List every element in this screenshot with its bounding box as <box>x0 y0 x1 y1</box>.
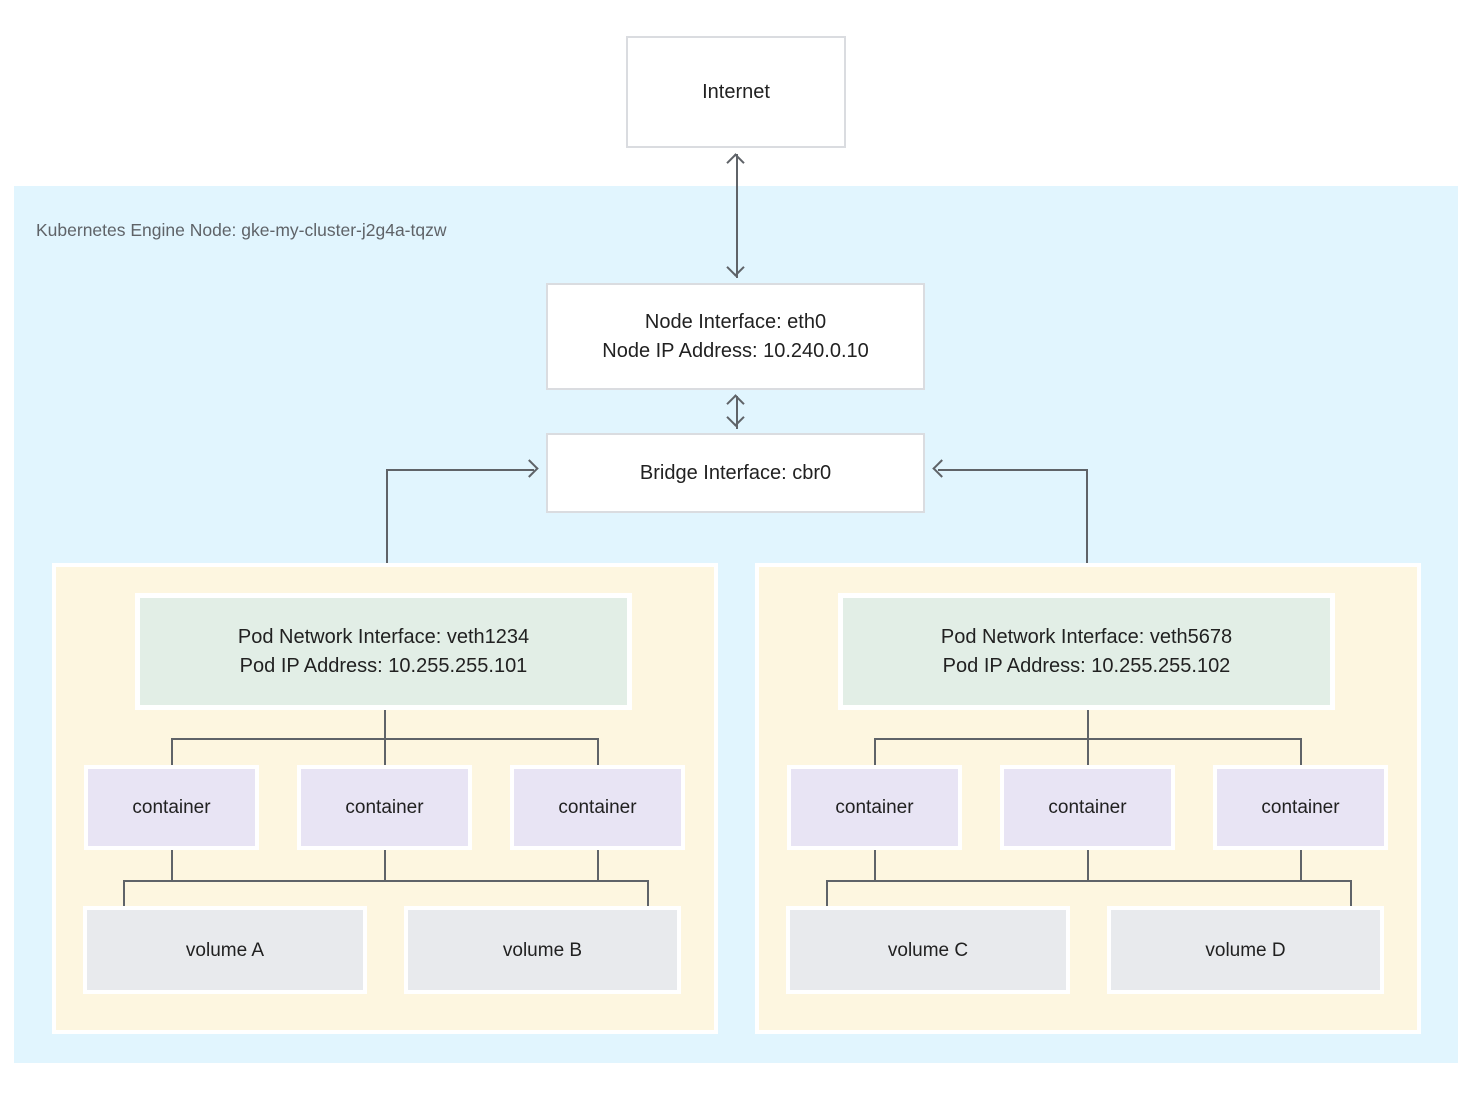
container-label: container <box>835 797 914 818</box>
arrow-internet-node-line <box>736 154 738 278</box>
connector-line <box>826 880 828 914</box>
connector-line <box>1350 880 1352 914</box>
connector-line <box>1300 738 1302 766</box>
pod-interface-line1: Pod Network Interface: veth5678 <box>940 625 1233 648</box>
container-label: container <box>132 797 211 818</box>
pod-2: Pod Network Interface: veth5678 Pod IP A… <box>755 563 1421 1034</box>
connector-line <box>597 738 599 766</box>
connector-line <box>171 850 173 882</box>
connector-line <box>826 880 1352 882</box>
connector-line <box>384 710 386 740</box>
pod-network-interface-box: Pod Network Interface: veth5678 Pod IP A… <box>838 593 1335 710</box>
volume-label: volume B <box>502 939 583 961</box>
node-interface-line2: Node IP Address: 10.240.0.10 <box>602 339 869 362</box>
pod-interface-line1: Pod Network Interface: veth1234 <box>237 625 530 648</box>
pod-1: Pod Network Interface: veth1234 Pod IP A… <box>52 563 718 1034</box>
volume-box: volume C <box>786 906 1070 994</box>
connector-bridge-pod1-h <box>387 469 534 471</box>
internet-label: Internet <box>702 80 770 103</box>
connector-line <box>1087 738 1089 766</box>
pod-interface-line2: Pod IP Address: 10.255.255.101 <box>239 654 528 677</box>
connector-line <box>874 850 876 882</box>
connector-line <box>647 880 649 914</box>
container-label: container <box>1048 797 1127 818</box>
container-box: container <box>787 765 962 850</box>
bridge-interface-label: Bridge Interface: cbr0 <box>639 461 832 484</box>
arrowhead-up-icon <box>726 153 745 172</box>
connector-bridge-pod2-h <box>938 469 1088 471</box>
volume-label: volume D <box>1205 939 1286 961</box>
connector-line <box>171 738 173 766</box>
pod-network-interface-box: Pod Network Interface: veth1234 Pod IP A… <box>135 593 632 710</box>
volume-box: volume B <box>404 906 681 994</box>
container-box: container <box>1000 765 1175 850</box>
container-label: container <box>1261 797 1340 818</box>
connector-bridge-pod2-v <box>1086 469 1088 585</box>
bridge-interface-box: Bridge Interface: cbr0 <box>546 433 925 513</box>
connector-line <box>123 880 649 882</box>
volume-box: volume A <box>83 906 367 994</box>
connector-line <box>1087 710 1089 740</box>
connector-line <box>1087 850 1089 882</box>
connector-line <box>874 738 876 766</box>
node-interface-box: Node Interface: eth0 Node IP Address: 10… <box>546 283 925 390</box>
volume-label: volume C <box>887 939 969 961</box>
container-box: container <box>1213 765 1388 850</box>
node-interface-line1: Node Interface: eth0 <box>644 310 827 333</box>
container-box: container <box>510 765 685 850</box>
volume-box: volume D <box>1107 906 1384 994</box>
node-region-label: Kubernetes Engine Node: gke-my-cluster-j… <box>36 220 447 240</box>
connector-line <box>597 850 599 882</box>
container-label: container <box>558 797 637 818</box>
connector-bridge-pod1-v <box>386 469 388 585</box>
connector-line <box>384 850 386 882</box>
connector-line <box>123 880 125 914</box>
container-label: container <box>345 797 424 818</box>
connector-line <box>1300 850 1302 882</box>
container-box: container <box>84 765 259 850</box>
container-box: container <box>297 765 472 850</box>
volume-label: volume A <box>185 939 265 961</box>
pod-interface-line2: Pod IP Address: 10.255.255.102 <box>942 654 1231 677</box>
internet-box: Internet <box>626 36 846 148</box>
connector-line <box>384 738 386 766</box>
arrow-node-bridge-line <box>736 396 738 429</box>
